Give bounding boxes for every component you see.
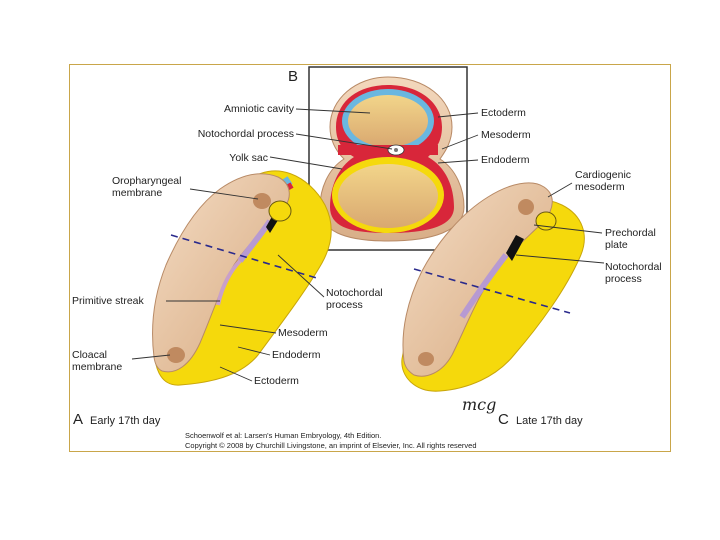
- label-oropharyngeal-line2: membrane: [112, 187, 163, 199]
- label-cardiogenic-line2: mesoderm: [575, 181, 625, 193]
- label-cloacal-membrane: Cloacal membrane: [72, 349, 122, 373]
- c-notochordal-process: [459, 253, 509, 319]
- panel-c-caption: Late 17th day: [516, 415, 583, 427]
- label-mesoderm-b: Mesoderm: [481, 129, 531, 141]
- label-prechordal-line2: plate: [605, 239, 628, 251]
- credit-line1: Schoenwolf et al: Larsen's Human Embryol…: [185, 431, 382, 440]
- label-notochordal-a-line2: process: [326, 299, 363, 311]
- c-section-line: [413, 268, 571, 314]
- a-primitive-streak: [216, 259, 242, 306]
- a-section-line: [170, 234, 321, 280]
- panel-b-cross-section: [308, 66, 468, 251]
- a-cloacal-pit: [167, 347, 185, 363]
- leader-lines: [131, 108, 605, 382]
- panel-b-letter: B: [288, 68, 299, 85]
- label-notochordal-a-line1: Notochordal: [326, 287, 383, 299]
- label-cloacal-line2: membrane: [72, 361, 123, 373]
- panel-c-letter: C: [498, 411, 509, 428]
- label-prechordal-line1: Prechordal: [605, 227, 656, 239]
- label-ectoderm-a: Ectoderm: [254, 375, 299, 387]
- label-cloacal-line1: Cloacal: [72, 349, 108, 361]
- label-prechordal-plate: Prechordal plate: [605, 227, 656, 251]
- label-mesoderm-a: Mesoderm: [278, 327, 328, 339]
- label-endoderm-b: Endoderm: [481, 154, 530, 166]
- label-notochordal-c-line2: process: [605, 273, 642, 285]
- c-cardiogenic-pit: [518, 199, 534, 215]
- label-ectoderm-b: Ectoderm: [481, 107, 526, 119]
- label-yolk-sac: Yolk sac: [229, 152, 268, 164]
- copyright-credit: Schoenwolf et al: Larsen's Human Embryol…: [185, 431, 477, 451]
- label-primitive-streak: Primitive streak: [72, 295, 144, 307]
- label-amniotic-cavity: Amniotic cavity: [223, 103, 294, 115]
- label-cardiogenic-mesoderm: Cardiogenic mesoderm: [575, 169, 631, 193]
- label-notochordal-process-c: Notochordal process: [605, 261, 662, 285]
- panel-a-embryo: [152, 170, 332, 386]
- label-notochordal-process-a: Notochordal process: [326, 287, 383, 311]
- label-endoderm-a: Endoderm: [272, 349, 321, 361]
- b-amniotic-cavity: [348, 95, 428, 147]
- credit-line2: Copyright © 2008 by Churchill Livingston…: [185, 441, 477, 450]
- b-yolk-sac: [338, 164, 438, 228]
- label-oropharyngeal-membrane: Oropharyngeal membrane: [112, 175, 181, 199]
- panel-a-letter: A: [73, 411, 84, 428]
- a-oropharyngeal-pit: [253, 193, 271, 209]
- embryo-illustration: [131, 66, 605, 392]
- panel-c-embryo: [401, 182, 585, 392]
- label-cardiogenic-line1: Cardiogenic: [575, 169, 632, 181]
- label-oropharyngeal-line1: Oropharyngeal: [112, 175, 182, 187]
- label-notochordal-process-b: Notochordal process: [197, 128, 294, 140]
- artist-signature: mcg: [462, 395, 497, 414]
- c-cloacal-pit: [418, 352, 434, 366]
- label-notochordal-c-line1: Notochordal: [605, 261, 662, 273]
- embryo-figure: B A Early 17th day C Late 17th day Amnio…: [69, 64, 671, 452]
- panel-a-caption: Early 17th day: [90, 415, 161, 427]
